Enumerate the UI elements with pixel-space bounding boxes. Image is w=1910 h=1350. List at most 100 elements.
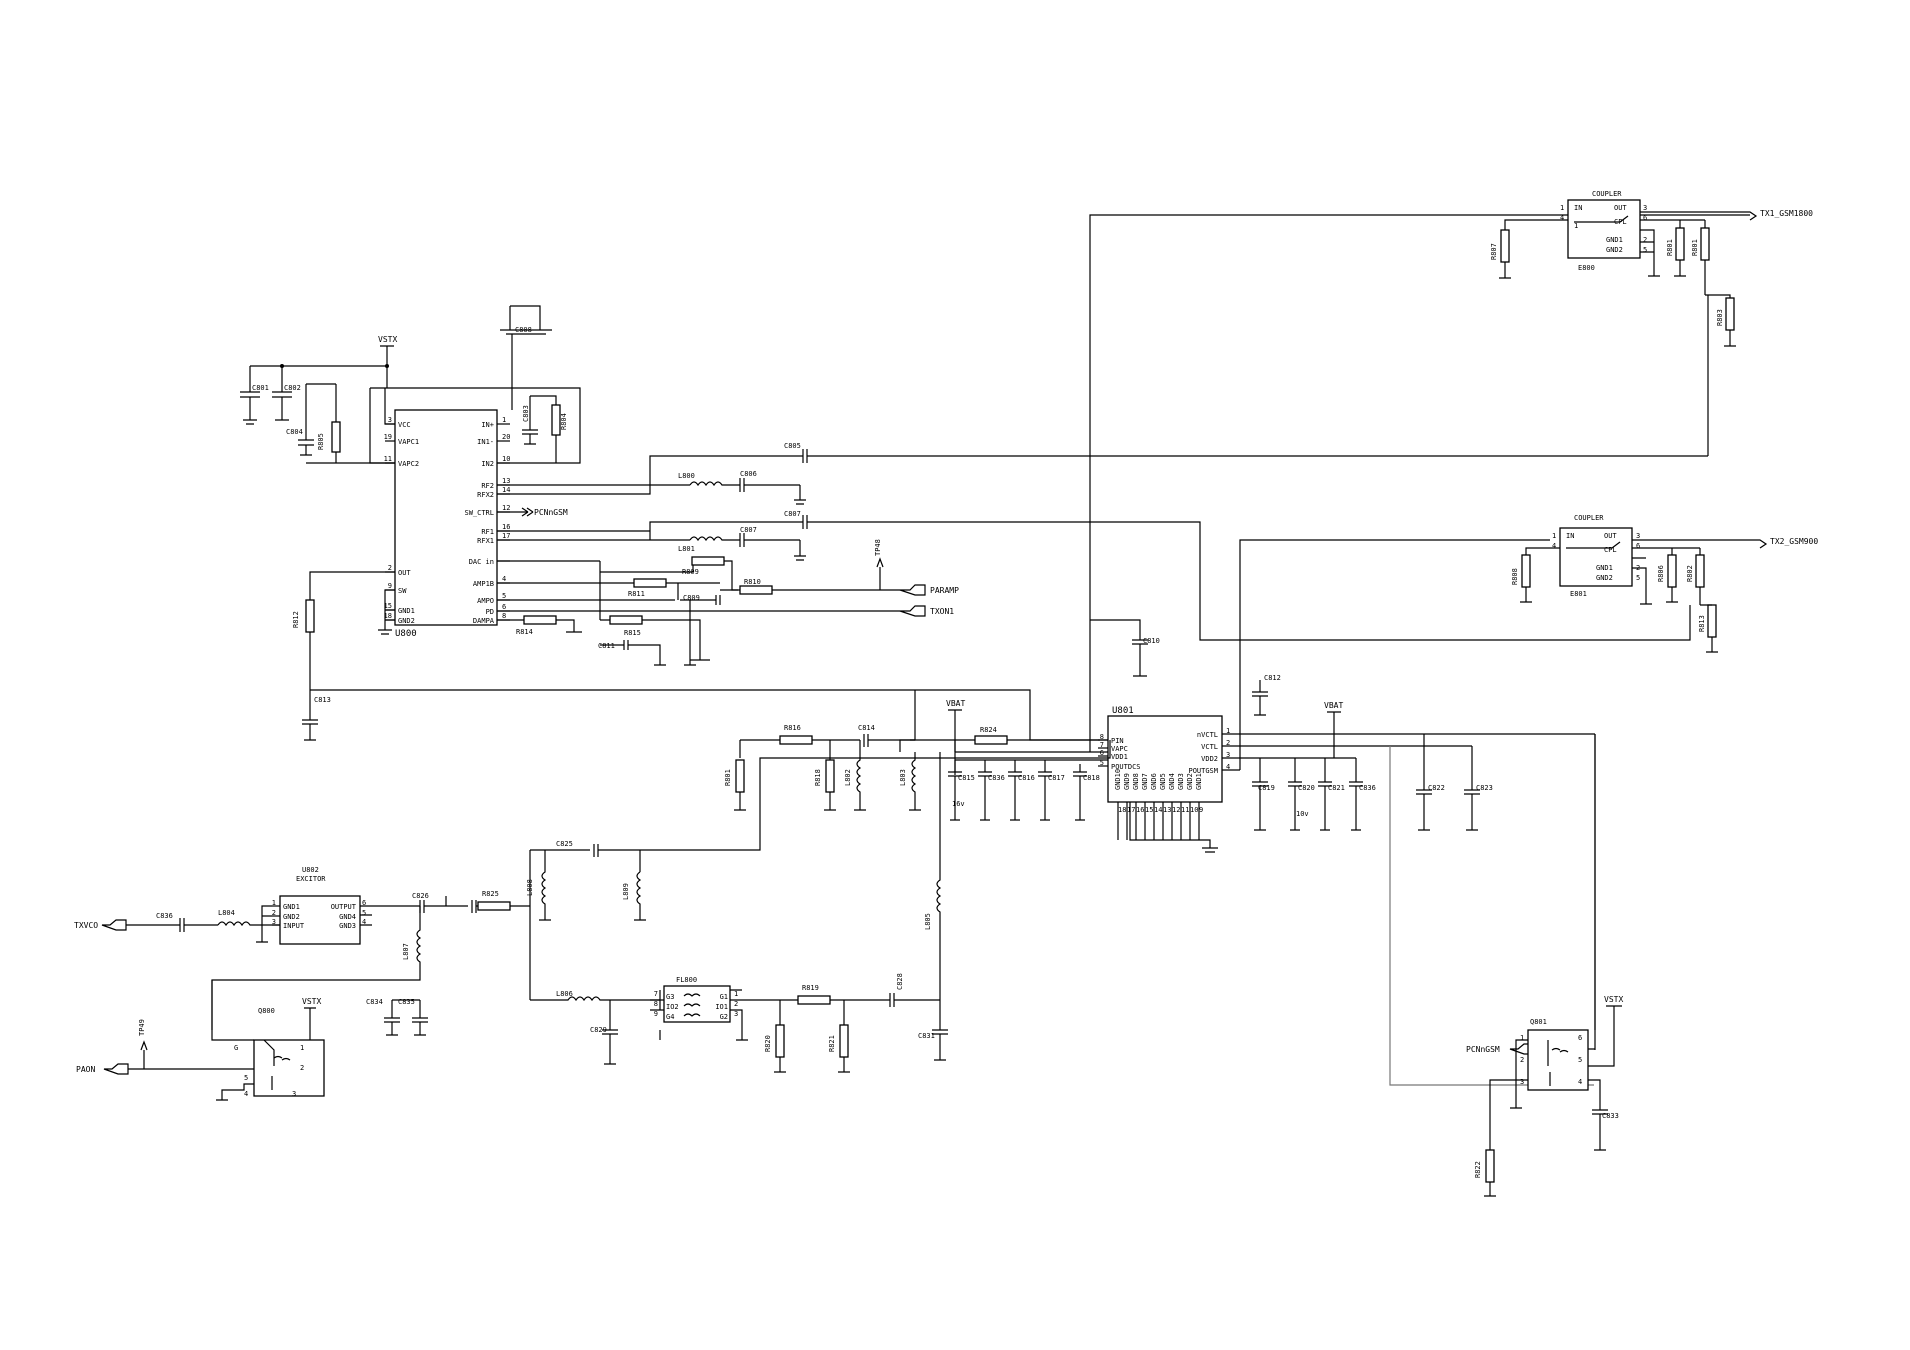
u801-gnd-pin-name: GND3: [1177, 773, 1185, 790]
svg-text:TP49: TP49: [138, 1019, 146, 1036]
svg-text:R803: R803: [1716, 309, 1724, 326]
tx2-port: TX2_GSM900: [1632, 537, 1818, 549]
inductor-l804: L804: [217, 909, 280, 927]
e800-gnd: [1640, 229, 1660, 277]
cap-c808: C808: [500, 305, 552, 410]
svg-text:Q800: Q800: [258, 1007, 275, 1015]
svg-text:4: 4: [1578, 1078, 1582, 1086]
u801-pin-num: 5: [1100, 759, 1104, 767]
cap-row-c815-c818: C815 16v C836 C816 C817 C818: [948, 759, 1108, 821]
svg-text:TP48: TP48: [874, 539, 882, 556]
fl800-pin-num: 3: [734, 1010, 738, 1018]
paramp-port: PARAMP: [899, 584, 959, 596]
u800-pin-name: DAMPA: [473, 617, 495, 625]
svg-text:C815: C815: [958, 774, 975, 782]
u801-gnd-bus: [1129, 802, 1218, 853]
cap-c803: C803: [522, 396, 538, 445]
svg-text:5: 5: [1643, 246, 1647, 254]
rf2-path: L800 C806 C805: [497, 442, 1708, 505]
fl800-out: [730, 989, 780, 1041]
svg-text:C813: C813: [314, 696, 331, 704]
cap-c834: C833: [1588, 1079, 1619, 1151]
u802-pin-num: 6: [362, 899, 366, 907]
svg-text:E801: E801: [1570, 590, 1587, 598]
l806-fl800-chain: L806 C829: [530, 990, 664, 1065]
u800-pin-num: 3: [388, 416, 392, 424]
svg-text:3: 3: [1636, 532, 1640, 540]
q800-gnd: [216, 1083, 254, 1101]
u801-pin-num: 1: [1226, 727, 1230, 735]
svg-text:C822: C822: [1428, 784, 1445, 792]
svg-text:C803: C803: [522, 405, 530, 422]
u801-gnd-pin-name: GND1: [1195, 773, 1203, 790]
svg-text:C816: C816: [1018, 774, 1035, 782]
u800-pin-num: 20: [502, 433, 510, 441]
svg-text:R819: R819: [802, 984, 819, 992]
svg-text:6: 6: [1636, 542, 1640, 550]
resistor-r812: R812: [292, 571, 395, 690]
cap-c813: C813: [302, 690, 331, 741]
fl800-pin-num: 8: [654, 1000, 658, 1008]
svg-text:U802: U802: [302, 866, 319, 874]
cap-c826-label: C826: [412, 892, 429, 900]
c814-link: [899, 690, 916, 752]
u800-pin-num: 12: [502, 504, 510, 512]
svg-text:R807: R807: [1490, 243, 1498, 260]
svg-text:3: 3: [1520, 1078, 1524, 1086]
svg-text:EXCITOR: EXCITOR: [296, 875, 326, 883]
vstx-net-top: VSTX: [250, 335, 397, 388]
u800-pin-num: 1: [502, 416, 506, 424]
resistor-r808: R808: [1511, 547, 1560, 603]
q801-block: Q801 1 2 3 6 5 4: [1520, 1018, 1589, 1091]
fl800-pin-name: G3: [666, 993, 674, 1001]
vbat-net-right: VBAT: [1324, 701, 1343, 758]
svg-text:C817: C817: [1048, 774, 1065, 782]
u800-pin-num: 11: [384, 455, 392, 463]
svg-text:L809: L809: [622, 883, 630, 900]
svg-text:C835: C835: [398, 998, 415, 1006]
u800-pin-num: 10: [502, 455, 510, 463]
u800-pin-num: 9: [388, 582, 392, 590]
txon1-port: TXON1: [899, 605, 954, 617]
svg-text:PAON: PAON: [76, 1065, 95, 1074]
u801-gnd-pin-name: GND5: [1159, 773, 1167, 790]
q800-gate: [211, 980, 254, 1041]
svg-text:C801: C801: [252, 384, 269, 392]
svg-text:PARAMP: PARAMP: [930, 586, 959, 595]
cap-c825-label: C825: [556, 840, 573, 848]
svg-text:1: 1: [1560, 204, 1564, 212]
u802-pin-num: 3: [272, 918, 276, 926]
u801-pin-num: 4: [1226, 763, 1230, 771]
u800-pin-name: SW_CTRL: [464, 509, 494, 517]
svg-text:3: 3: [292, 1090, 296, 1098]
svg-text:OUT: OUT: [1614, 204, 1627, 212]
svg-text:5: 5: [1578, 1056, 1582, 1064]
u801-pin-name: POUTDCS: [1111, 763, 1141, 771]
cap-c804: C804: [286, 384, 314, 456]
svg-text:COUPLER: COUPLER: [1574, 514, 1604, 522]
svg-text:R821: R821: [828, 1035, 836, 1052]
u800-pin-num: 16: [502, 523, 510, 531]
svg-text:IN: IN: [1574, 204, 1582, 212]
svg-text:C836: C836: [156, 912, 173, 920]
svg-text:2: 2: [1520, 1056, 1524, 1064]
u802-pin-num: 1: [272, 899, 276, 907]
svg-text:4: 4: [1560, 214, 1564, 222]
svg-text:TX1_GSM1800: TX1_GSM1800: [1760, 209, 1813, 218]
svg-text:4: 4: [244, 1090, 248, 1098]
svg-text:R825: R825: [482, 890, 499, 898]
u802-pin-name: OUTPUT: [331, 903, 357, 911]
svg-text:L808: L808: [526, 879, 534, 896]
resistor-r820-r821: R820 R821: [764, 1000, 850, 1073]
u800-pin-name: IN2: [481, 460, 494, 468]
u801-gnd-pin-name: GND10: [1114, 769, 1122, 790]
resistor-r803: R803: [1705, 294, 1736, 456]
svg-text:L803: L803: [899, 769, 907, 786]
u801-pin-num: 7: [1100, 741, 1104, 749]
fl800-pin-name: G1: [720, 993, 728, 1001]
svg-text:GND2: GND2: [1606, 246, 1623, 254]
svg-text:OUT: OUT: [1604, 532, 1617, 540]
e801-gnd: [1632, 557, 1652, 605]
resistor-r825: R825: [477, 890, 530, 911]
